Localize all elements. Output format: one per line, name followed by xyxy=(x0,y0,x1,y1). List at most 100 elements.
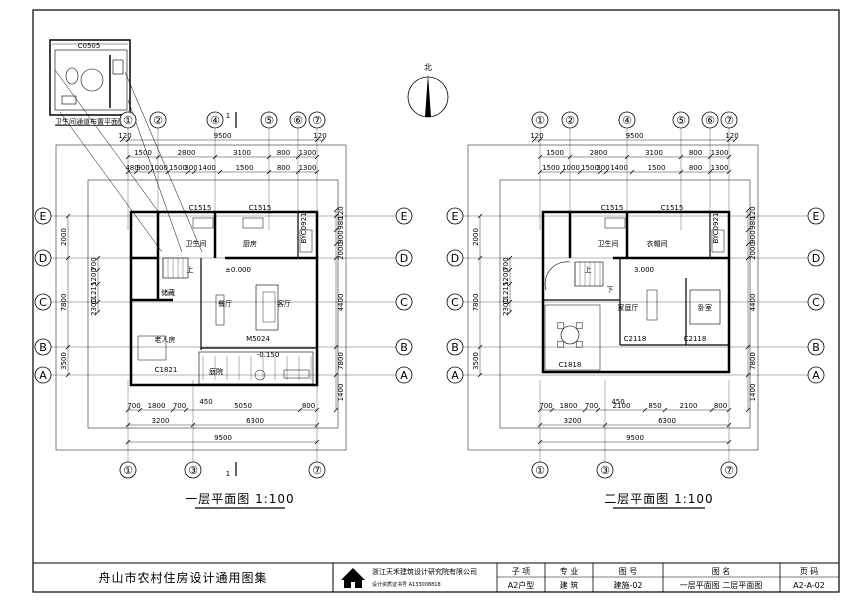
grid-bubble-right: A xyxy=(400,369,408,382)
dim-top-1-label: 120 xyxy=(725,132,738,140)
grid-bubble-left-circle xyxy=(446,338,464,356)
dim-tick xyxy=(559,169,565,175)
sofa xyxy=(255,284,279,331)
bath-detail-title: 卫生间通道布置平面图 xyxy=(55,117,125,126)
dim-tick xyxy=(212,154,218,160)
window-tag: C1821 xyxy=(155,366,178,374)
dim-right-label: 1400 xyxy=(337,384,345,402)
dim-tick xyxy=(726,439,732,445)
dim-tick xyxy=(314,407,320,413)
dim-tick xyxy=(507,267,513,273)
dim-tick xyxy=(125,137,131,143)
grid-bubble-left-circle xyxy=(34,207,52,225)
dim-top-3-label: 1400 xyxy=(610,164,628,172)
dim-bottom-1-label: 800 xyxy=(302,402,315,410)
dim-tick xyxy=(333,407,339,413)
window-tag: C2118 xyxy=(624,335,647,343)
window-tag: C1515 xyxy=(189,204,212,212)
dim-tick xyxy=(95,299,101,305)
dim-top-3-label: 1000 xyxy=(150,164,168,172)
dim-tick xyxy=(297,407,303,413)
grid-bubble-top-circle xyxy=(561,111,579,129)
chair xyxy=(575,340,583,348)
bath-detail-tag: C0505 xyxy=(78,42,101,50)
dim-top-2-label: 1300 xyxy=(711,149,729,157)
dim-right-label: 900 xyxy=(337,230,345,243)
room-label-courtyard: 庭院 xyxy=(209,367,223,376)
grid-bubble-right-circle xyxy=(807,207,825,225)
dim-tick xyxy=(95,267,101,273)
dim-tick xyxy=(745,407,751,413)
bath-detail: C0505 卫生间通道布置平面图 xyxy=(49,39,131,126)
dim-top-2-label: 3100 xyxy=(233,149,251,157)
utility-box xyxy=(299,229,313,253)
dim-tick xyxy=(726,154,732,160)
dim-tick xyxy=(185,169,191,175)
dim-tick xyxy=(537,137,543,143)
dim-tick xyxy=(170,407,176,413)
chair xyxy=(557,322,565,330)
dim-tick xyxy=(678,169,684,175)
grid-bubble-left: E xyxy=(452,210,459,223)
grid-bubble-bottom: ⑦ xyxy=(312,464,322,477)
bed xyxy=(689,289,721,325)
dim-right-label: 7800 xyxy=(337,352,345,370)
dim-top-3-label: 1500 xyxy=(542,164,560,172)
room-label-dining: 餐厅 xyxy=(218,299,232,308)
dim-tick xyxy=(745,207,751,213)
dim-left-inner-label: 2300 xyxy=(90,298,98,316)
dim-450: 450 xyxy=(611,398,624,406)
grid-bubble-right: C xyxy=(400,296,408,309)
grid-bubble-bottom-circle xyxy=(119,461,137,479)
dim-bottom-2-label: 3200 xyxy=(564,417,582,425)
dim-tick xyxy=(678,154,684,160)
grid-bubble-bottom: ① xyxy=(535,464,545,477)
grid-bubble-top-circle xyxy=(701,111,719,129)
grid-bubble-top: ① xyxy=(123,114,133,127)
dim-top-3-label: 300 xyxy=(184,164,197,172)
coffee-table xyxy=(262,291,276,323)
grid-bubble-top-circle xyxy=(308,111,326,129)
grid-bubble-right-circle xyxy=(395,293,413,311)
room-label-bathroom: 卫生间 xyxy=(186,239,207,248)
grid-bubble-left-circle xyxy=(446,366,464,384)
dim-tick xyxy=(629,169,635,175)
company-logo xyxy=(341,568,365,588)
dim-left-outer-label: 3500 xyxy=(60,352,68,370)
dim-tick xyxy=(602,422,608,428)
grid-bubble-right: D xyxy=(400,252,408,265)
grid-bubble-bottom: ③ xyxy=(188,464,198,477)
stair-up-label: 上 xyxy=(585,265,592,274)
dim-tick xyxy=(65,213,71,219)
dim-top-3-label: 1000 xyxy=(562,164,580,172)
atlas-title: 舟山市农村住房设计通用图集 xyxy=(98,570,267,585)
dim-bottom-total: 9500 xyxy=(214,434,232,442)
dim-tick xyxy=(597,169,603,175)
dim-tick xyxy=(745,213,751,219)
dim-left-inner-label: 1200 xyxy=(502,268,510,286)
grid-bubble-top-circle xyxy=(531,111,549,129)
dim-tick xyxy=(95,255,101,261)
dim-top-2-label: 1300 xyxy=(299,149,317,157)
dim-tick xyxy=(295,154,301,160)
dim-bottom-1-label: 700 xyxy=(127,402,140,410)
grid-bubble-left-circle xyxy=(34,338,52,356)
dim-top-2-label: 1500 xyxy=(134,149,152,157)
dim-right-label: 980 xyxy=(337,216,345,229)
dim-tick xyxy=(507,281,513,287)
kitchen-counter xyxy=(242,217,264,229)
dim-bottom-1-label: 700 xyxy=(173,402,186,410)
dim-right-label: 1400 xyxy=(749,384,757,402)
grid-bubble-left: B xyxy=(451,341,459,354)
level-mark-2: -0.150 xyxy=(257,351,280,359)
dim-top-3-label: 1500 xyxy=(581,164,599,172)
dim-tick xyxy=(119,137,125,143)
dim-450: 450 xyxy=(199,398,212,406)
dim-right-label: 900 xyxy=(749,230,757,243)
dim-tick xyxy=(507,309,513,315)
dim-top-1-label: 120 xyxy=(313,132,326,140)
dim-tick xyxy=(314,137,320,143)
dim-tick xyxy=(745,255,751,261)
grid-bubble-top: ⑥ xyxy=(705,114,715,127)
tb-header-drawing-no: 图 号 xyxy=(619,567,638,576)
